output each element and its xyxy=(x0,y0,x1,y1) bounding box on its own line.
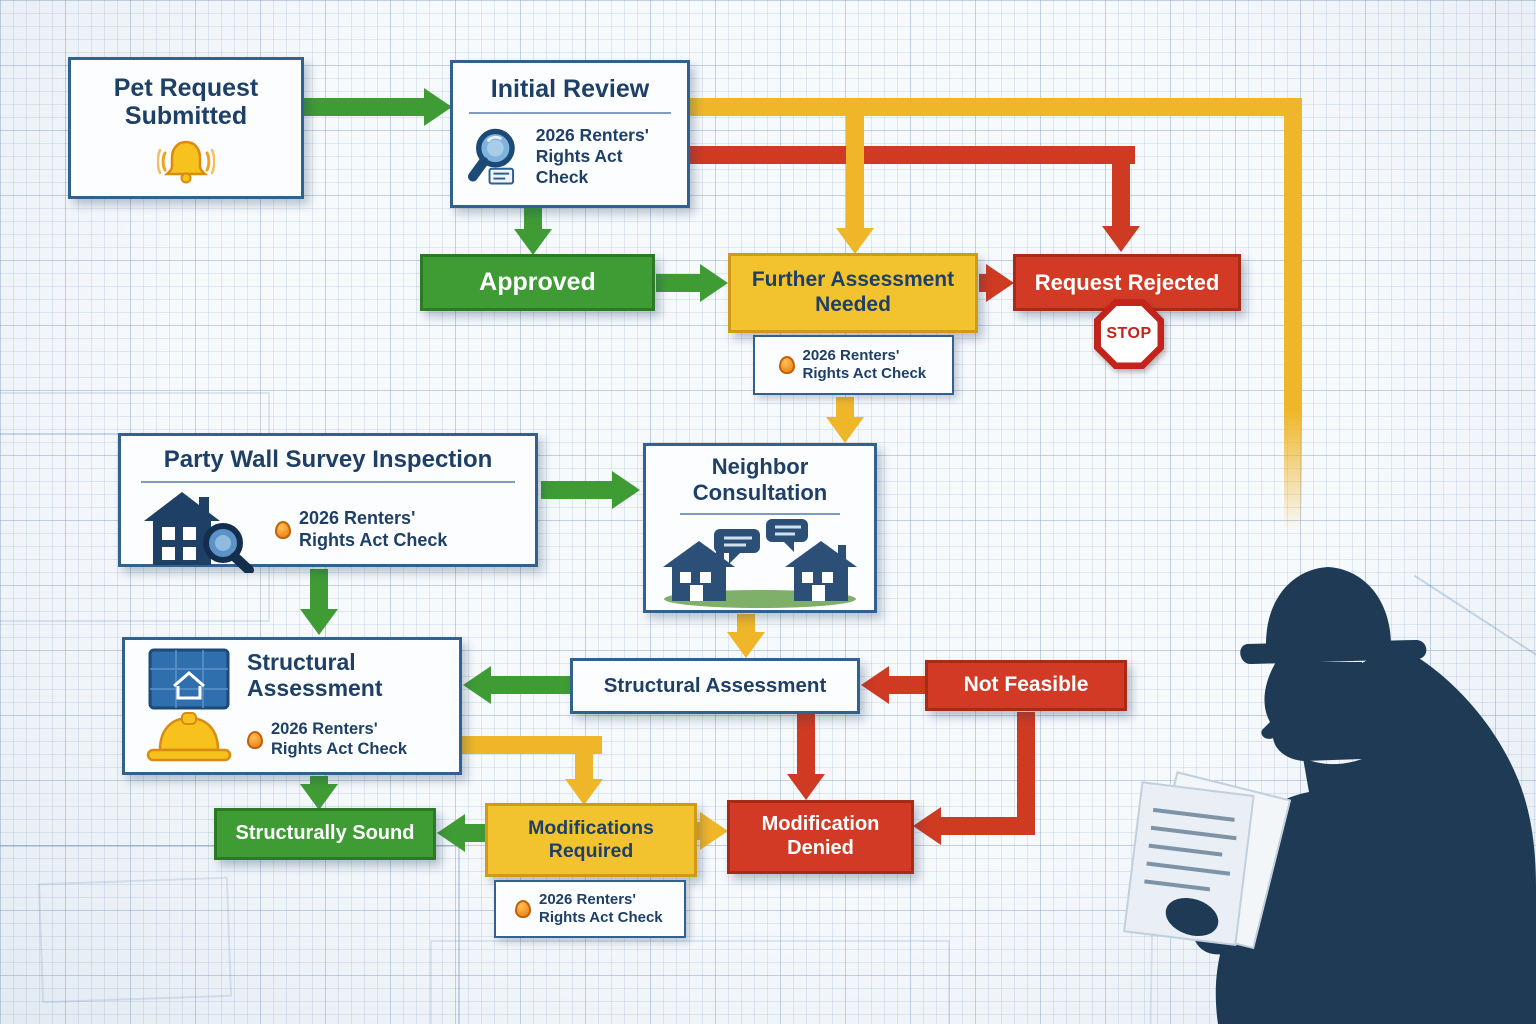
edge-further-to-neighbor xyxy=(836,397,854,419)
orange-pin-icon xyxy=(778,356,795,374)
bell-icon xyxy=(157,140,215,184)
edge-notfeasible-to-denied-head xyxy=(913,807,941,845)
edge-detail-to-mods-v xyxy=(575,736,593,781)
node-structural-assessment-detail: Structural Assessment 2026 Renters' Righ… xyxy=(122,637,462,775)
structural-assessment-detail-title: Structural Assessment xyxy=(247,649,383,701)
initial-review-check: 2026 Renters' Rights Act Check xyxy=(535,124,649,187)
node-modification-denied: Modification Denied xyxy=(727,800,914,874)
edge-initial-to-approved xyxy=(524,207,542,231)
edge-initial-to-rejected-h xyxy=(689,146,1135,164)
edge-further-to-rejected-head xyxy=(986,264,1014,302)
edge-party-to-neighbor-head xyxy=(612,471,640,509)
edge-neighbor-to-struct-head xyxy=(727,632,765,658)
structurally-sound-label: Structurally Sound xyxy=(235,822,415,845)
modification-denied-label: Modification Denied xyxy=(761,813,880,859)
node-neighbor-consultation: Neighbor Consultation xyxy=(643,443,877,613)
magnifier-document-icon xyxy=(467,128,515,185)
party-wall-check: 2026 Renters' Rights Act Check xyxy=(299,508,448,550)
modifications-required-check: 2026 Renters' Rights Act Check xyxy=(539,891,663,926)
edge-notfeasible-to-struct xyxy=(887,676,925,694)
blueprint-icon xyxy=(148,648,230,710)
stop-sign-label: STOP xyxy=(1106,325,1152,342)
edge-further-to-rejected xyxy=(979,274,988,292)
node-party-wall: Party Wall Survey Inspection 2026 Renter… xyxy=(118,433,538,573)
request-rejected-label: Request Rejected xyxy=(1034,269,1220,295)
edge-struct-to-denied-head xyxy=(787,774,825,800)
pet-request-title: Pet Request Submitted xyxy=(113,74,259,130)
edge-detail-to-sound-head xyxy=(300,784,338,810)
orange-pin-icon xyxy=(275,521,291,539)
edge-approved-to-further xyxy=(656,274,702,292)
edge-detail-to-mods-h xyxy=(461,736,602,754)
blueprint-sketch xyxy=(430,940,950,1024)
modifications-required-check-box: 2026 Renters' Rights Act Check xyxy=(494,880,686,938)
stop-sign-icon: STOP xyxy=(1094,299,1164,369)
edge-notfeasible-to-denied-v xyxy=(1017,712,1035,835)
edge-mods-to-denied-head xyxy=(700,812,728,850)
edge-yellow-long-h xyxy=(689,98,1302,116)
edge-notfeasible-to-struct-head xyxy=(861,666,889,704)
edge-initial-to-rejected-head xyxy=(1102,226,1140,252)
edge-detail-to-sound xyxy=(310,776,328,786)
edge-pet-to-initial-head xyxy=(424,88,452,126)
structural-assessment-label: Structural Assessment xyxy=(603,674,827,697)
edge-pet-to-initial xyxy=(302,98,424,116)
node-approved: Approved xyxy=(420,254,655,311)
node-initial-review: Initial Review 2026 Renters' Rights Act … xyxy=(450,60,690,208)
edge-yellow-long-v xyxy=(1284,98,1302,532)
edge-party-to-neighbor xyxy=(541,481,613,499)
edge-initial-to-approved-head xyxy=(514,229,552,255)
edge-mods-to-sound-head xyxy=(437,814,465,852)
neighbor-houses-chat-icon xyxy=(663,518,857,608)
node-further-assessment: Further Assessment Needed xyxy=(728,253,978,333)
edge-mods-to-denied xyxy=(697,822,702,840)
edge-party-to-structdetail-head xyxy=(300,609,338,635)
edge-approved-to-further-head xyxy=(700,264,728,302)
further-assessment-check-box: 2026 Renters' Rights Act Check xyxy=(753,335,954,395)
edge-initial-to-rejected-v xyxy=(1112,146,1130,228)
neighbor-consultation-title: Neighbor Consultation xyxy=(680,446,840,515)
edge-further-to-neighbor-head xyxy=(826,417,864,443)
node-modifications-required: Modifications Required xyxy=(485,803,697,877)
house-magnifier-icon xyxy=(144,492,254,573)
further-assessment-check: 2026 Renters' Rights Act Check xyxy=(802,347,927,382)
edge-struct-to-denied xyxy=(797,714,815,776)
modifications-required-title: Modifications Required xyxy=(528,817,654,862)
node-not-feasible: Not Feasible xyxy=(925,660,1127,711)
orange-pin-icon xyxy=(247,731,263,750)
structural-assessment-detail-check: 2026 Renters' Rights Act Check xyxy=(271,720,407,759)
edge-struct-to-detail xyxy=(489,676,570,694)
orange-pin-icon xyxy=(515,900,531,918)
party-wall-title: Party Wall Survey Inspection xyxy=(141,436,515,483)
construction-worker-silhouette xyxy=(1123,567,1536,1024)
edge-notfeasible-to-denied-h xyxy=(941,817,1035,835)
node-structurally-sound: Structurally Sound xyxy=(214,808,436,860)
edge-party-to-structdetail xyxy=(310,569,328,611)
edge-initial-to-further xyxy=(846,114,864,230)
further-assessment-title: Further Assessment Needed xyxy=(751,268,955,316)
hard-hat-icon xyxy=(146,712,232,762)
blueprint-sketch xyxy=(37,876,233,1004)
edge-neighbor-to-struct xyxy=(737,614,755,634)
edge-mods-to-sound xyxy=(463,824,485,842)
node-structural-assessment: Structural Assessment xyxy=(570,658,860,714)
approved-label: Approved xyxy=(479,267,596,296)
edge-detail-to-mods-head xyxy=(565,779,603,805)
not-feasible-label: Not Feasible xyxy=(963,673,1089,697)
edge-initial-to-further-head xyxy=(836,228,874,254)
initial-review-title: Initial Review xyxy=(469,63,671,114)
node-pet-request: Pet Request Submitted xyxy=(68,57,304,199)
edge-struct-to-detail-head xyxy=(463,666,491,704)
